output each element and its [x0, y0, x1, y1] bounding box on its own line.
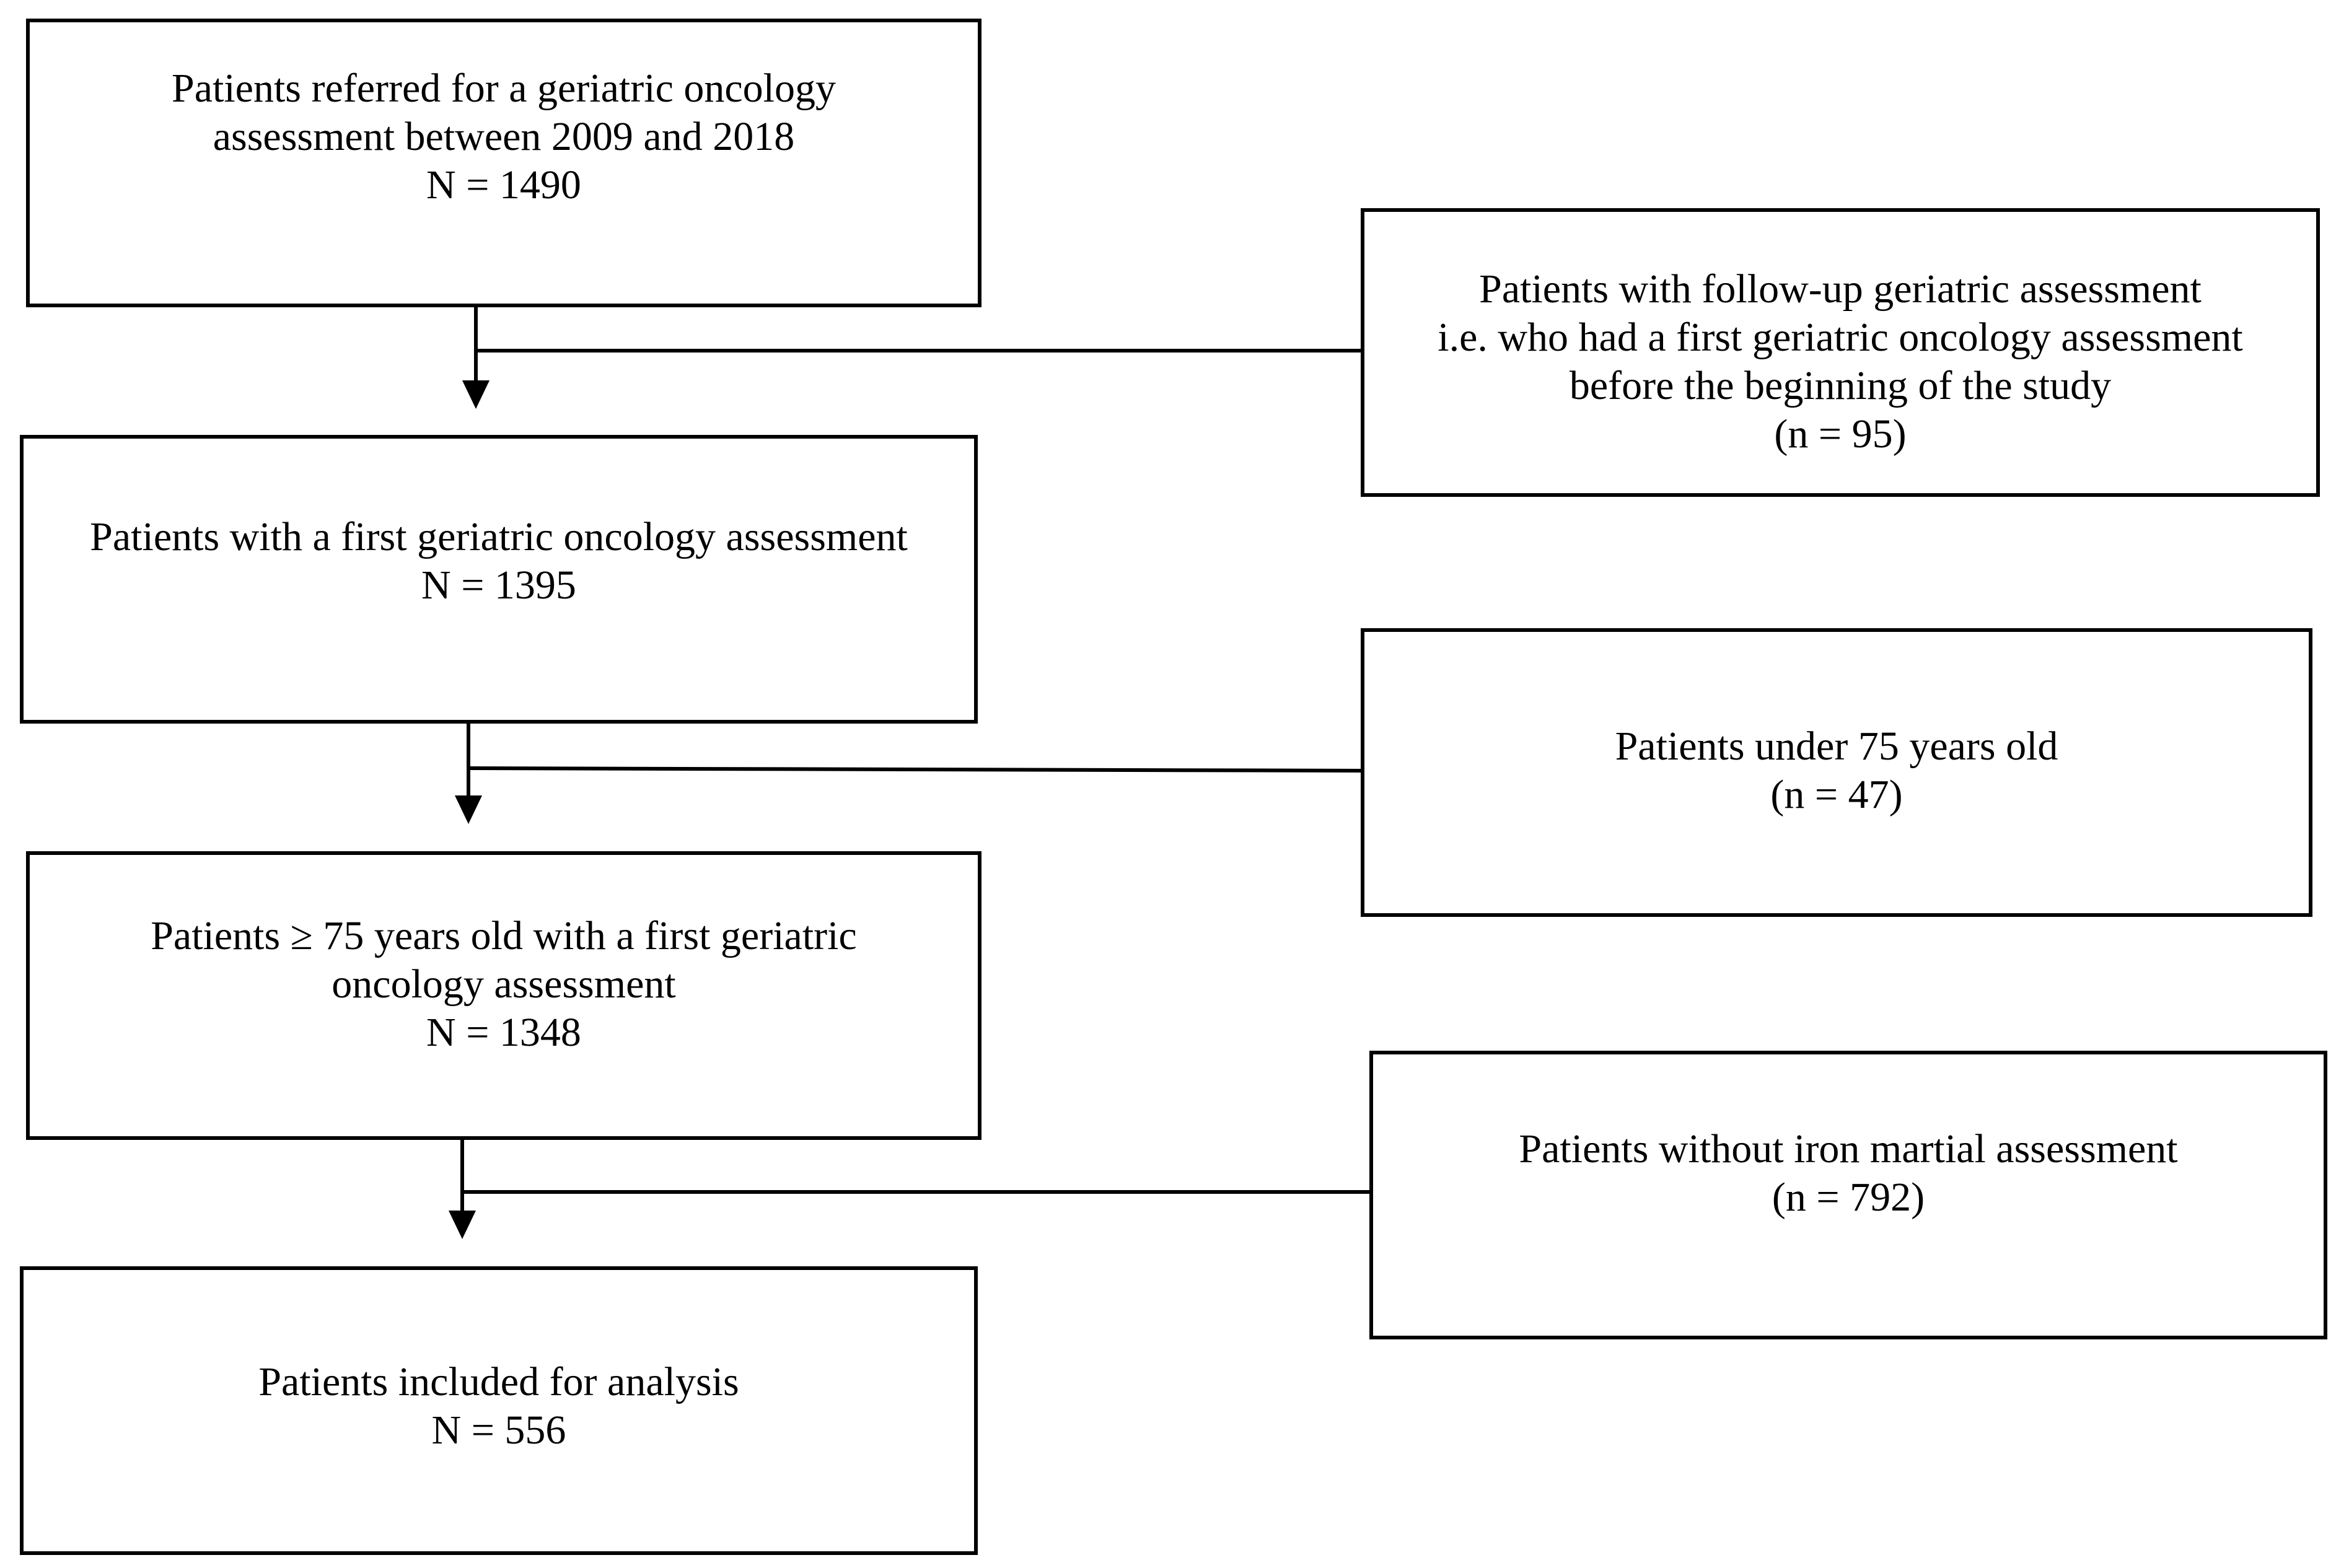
box-count: (n = 95): [1774, 411, 1907, 457]
arrowhead-2: [455, 795, 482, 824]
box-first-assessment: Patients with a first geriatric oncology…: [20, 435, 978, 724]
arrowhead-3: [449, 1211, 476, 1239]
box-patients-referred: Patients referred for a geriatric oncolo…: [26, 19, 981, 307]
box-text-line: Patients with follow-up geriatric assess…: [1479, 266, 2202, 312]
box-text-line: assessment between 2009 and 2018: [213, 114, 795, 159]
box-count: N = 556: [431, 1408, 566, 1453]
box-count: (n = 47): [1770, 772, 1903, 817]
box-exclusion-no-iron: Patients without iron martial assessment…: [1369, 1051, 2327, 1339]
box-text-line: Patients without iron martial assessment: [1519, 1126, 2178, 1172]
box-included-for-analysis: Patients included for analysis N = 556: [20, 1266, 978, 1555]
box-exclusion-follow-up: Patients with follow-up geriatric assess…: [1361, 208, 2320, 497]
box-text-line: Patients with a first geriatric oncology…: [90, 514, 908, 559]
box-text-line: Patients referred for a geriatric oncolo…: [171, 66, 836, 111]
box-count: N = 1348: [426, 1010, 581, 1055]
box-text-line: Patients included for analysis: [258, 1359, 739, 1404]
exclusion-line-2: [468, 766, 1361, 773]
box-age-75-plus: Patients ≥ 75 years old with a first ger…: [26, 851, 981, 1140]
box-count: N = 1395: [421, 563, 576, 608]
box-exclusion-under-75: Patients under 75 years old (n = 47): [1361, 628, 2312, 917]
box-text-line: i.e. who had a first geriatric oncology …: [1438, 315, 2243, 360]
arrowhead-1: [462, 380, 490, 409]
box-count: (n = 792): [1772, 1175, 1925, 1220]
box-text-line: Patients ≥ 75 years old with a first ger…: [151, 913, 857, 958]
box-count: N = 1490: [426, 162, 581, 208]
box-text-line: Patients under 75 years old: [1615, 724, 2058, 769]
box-text-line: oncology assessment: [332, 961, 676, 1007]
box-text-line: before the beginning of the study: [1569, 363, 2112, 408]
